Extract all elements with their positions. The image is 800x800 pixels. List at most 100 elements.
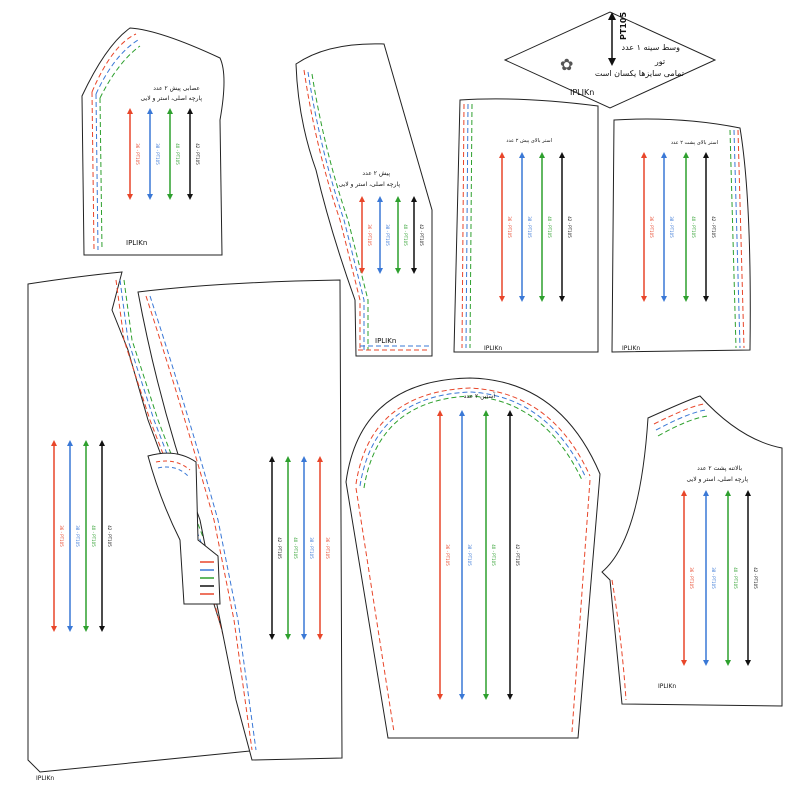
arrowhead [147, 108, 153, 114]
sleeve-title: آستین ۲ عدد [464, 391, 496, 400]
diamond-line3: تمامی سایزها یکسان است [595, 69, 684, 78]
diamond-line1: وسط سینه ۱ عدد [622, 43, 681, 52]
size-label: 36 - PT105 [367, 224, 372, 246]
arrowhead [483, 410, 489, 416]
arrowhead [661, 296, 667, 302]
size-label: 38 - PT105 [155, 143, 160, 165]
size-label: 38 - PT105 [669, 216, 674, 238]
back-yoke-title: بالاتنه پشت ۲ عدد [697, 465, 742, 472]
arrowhead [411, 196, 417, 202]
arrowhead [681, 660, 687, 666]
size-label: 40 - PT105 [91, 525, 96, 547]
arrowhead [499, 152, 505, 158]
side-panel: 42 - PT105 40 - PT105 38 - PT105 36 - PT105 [137, 279, 343, 761]
back-yoke-brand: IPLIKn [658, 683, 676, 690]
arrowhead [683, 296, 689, 302]
arrowhead [83, 440, 89, 446]
back-yoke-subtitle: پارچه اصلی، استر و لایی [687, 476, 749, 483]
arrowhead [411, 268, 417, 274]
arrowhead [67, 440, 73, 446]
arrowhead [745, 660, 751, 666]
arrowhead [167, 194, 173, 200]
arrowhead [703, 296, 709, 302]
arrowhead [437, 694, 443, 700]
size-label: 36 - PT105 [689, 567, 694, 589]
back-yoke-piece: بالاتنه پشت ۲ عدد پارچه اصلی، استر و لای… [601, 395, 783, 707]
arrowhead [395, 196, 401, 202]
sleeve-piece: آستین ۲ عدد 36 - PT105 38 - PT105 40 - PT1… [345, 377, 601, 739]
size-label: 38 - PT105 [385, 224, 390, 246]
size-label: 36 - PT105 [325, 537, 330, 559]
arrowhead [539, 152, 545, 158]
arrowhead [499, 296, 505, 302]
center-chest-label-piece: PT105 وسط سینه ۱ عدد تور تمامی سایزها یک… [503, 11, 717, 109]
size-label: 38 - PT105 [711, 567, 716, 589]
size-label: 42 - PT105 [515, 544, 520, 566]
size-label: 42 - PT105 [567, 216, 572, 238]
arrowhead [51, 626, 57, 632]
front-title: پیش ۲ عدد [362, 170, 390, 177]
arrowhead [459, 694, 465, 700]
size-label: 40 - PT105 [491, 544, 496, 566]
front-subtitle: پارچه اصلی، استر و لایی [339, 181, 401, 188]
arrowhead [681, 490, 687, 496]
size-label: 42 - PT105 [107, 525, 112, 547]
size-label: 38 - PT105 [527, 216, 532, 238]
arrowhead [167, 108, 173, 114]
front-brand: IPLIKn [375, 337, 396, 345]
arrowhead [187, 108, 193, 114]
size-label: 38 - PT105 [75, 525, 80, 547]
arrowhead [127, 108, 133, 114]
arrowhead [519, 152, 525, 158]
front-lining-title: استر بالای پیش ۲ عدد [506, 138, 552, 144]
size-label: 40 - PT105 [175, 143, 180, 165]
arrowhead [507, 694, 513, 700]
arrowhead [641, 152, 647, 158]
size-label: 42 - PT105 [195, 143, 200, 165]
arrowhead [483, 694, 489, 700]
diamond-line2: تور [654, 57, 665, 66]
front-facing-subtitle: پارچه اصلی، استر و لایی [141, 95, 203, 102]
arrowhead [285, 634, 291, 640]
arrowhead [437, 410, 443, 416]
size-label: 38 - PT105 [467, 544, 472, 566]
diamond-code: PT105 [619, 12, 628, 40]
arrowhead [147, 194, 153, 200]
arrowhead [725, 660, 731, 666]
arrowhead [703, 490, 709, 496]
arrowhead [301, 456, 307, 462]
arrowhead [395, 268, 401, 274]
front-facing-title: عصابی پیش ۲ عدد [153, 85, 200, 92]
arrowhead [359, 196, 365, 202]
size-label: 42 - PT105 [753, 567, 758, 589]
arrowhead [519, 296, 525, 302]
size-label: 40 - PT105 [733, 567, 738, 589]
size-label: 40 - PT105 [691, 216, 696, 238]
arrowhead [99, 440, 105, 446]
arrowhead [725, 490, 731, 496]
back-lining-brand: IPLIKn [622, 345, 640, 352]
size-label: 42 - PT105 [419, 224, 424, 246]
front-facing-piece: عصابی پیش ۲ عدد پارچه اصلی، استر و لایی … [81, 27, 225, 256]
arrowhead [317, 456, 323, 462]
arrowhead [317, 634, 323, 640]
size-label: 36 - PT105 [445, 544, 450, 566]
left-front-brand: IPLIKn [36, 775, 54, 782]
arrowhead [559, 296, 565, 302]
rose-logo-icon: ✿ [560, 55, 573, 74]
arrowhead [377, 268, 383, 274]
diamond-brand: IPLIKn [570, 88, 594, 97]
arrowhead [127, 194, 133, 200]
size-label: 42 - PT105 [277, 537, 282, 559]
size-label: 38 - PT105 [309, 537, 314, 559]
back-lining-title: استر بالای پشت ۲ عدد [671, 140, 718, 146]
arrowhead [187, 194, 193, 200]
arrowhead [83, 626, 89, 632]
arrowhead [641, 296, 647, 302]
arrowhead [99, 626, 105, 632]
arrowhead [269, 456, 275, 462]
size-label: 40 - PT105 [293, 537, 298, 559]
